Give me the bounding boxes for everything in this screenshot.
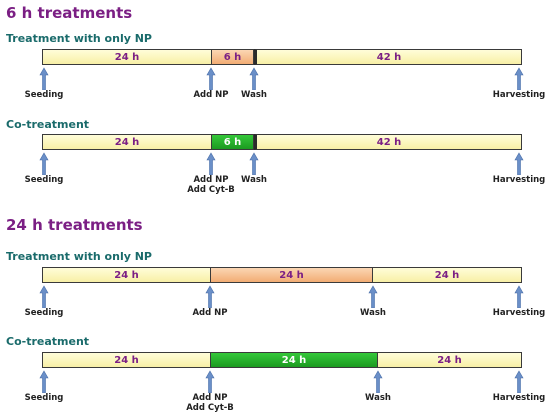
segment-incubation-after: 42 h — [254, 49, 522, 65]
marker-label: Add NP — [193, 90, 229, 100]
marker-add-np: Add NP — [180, 285, 240, 318]
section-title-6h: 6 h treatments — [6, 4, 133, 22]
timeline-6h-np-only: 24 h 6 h 42 h — [42, 49, 522, 65]
segment-co-treatment: 24 h — [211, 352, 378, 368]
marker-seeding: Seeding — [14, 152, 74, 185]
segment-incubation-before: 24 h — [42, 49, 212, 65]
marker-wash: Wash — [224, 67, 284, 100]
timeline-24h-co-treatment: 24 h 24 h 24 h — [42, 352, 522, 368]
up-arrow-icon — [206, 152, 216, 175]
segment-np-treatment: 24 h — [211, 267, 373, 283]
segment-incubation-before: 24 h — [42, 134, 212, 150]
marker-harvesting: Harvesting — [489, 285, 549, 318]
marker-seeding: Seeding — [14, 67, 74, 100]
timeline-6h-co-treatment: 24 h 6 h 42 h — [42, 134, 522, 150]
marker-label: Harvesting — [492, 308, 546, 318]
marker-wash: Wash — [343, 285, 403, 318]
marker-label: Add NP Add Cyt-B — [187, 175, 235, 195]
subtitle-6h-np-only: Treatment with only NP — [6, 32, 152, 45]
marker-harvesting: Harvesting — [489, 67, 549, 100]
marker-label: Harvesting — [492, 393, 546, 403]
up-arrow-icon — [39, 67, 49, 90]
up-arrow-icon — [514, 152, 524, 175]
up-arrow-icon — [205, 285, 215, 308]
marker-label: Harvesting — [492, 90, 546, 100]
segment-np-treatment: 6 h — [212, 49, 254, 65]
section-title-24h: 24 h treatments — [6, 216, 143, 234]
marker-label: Wash — [241, 90, 267, 100]
marker-label: Wash — [360, 308, 386, 318]
marker-add-np: Add NP — [181, 67, 241, 100]
marker-label: Seeding — [24, 393, 64, 403]
segment-incubation-after: 24 h — [378, 352, 522, 368]
up-arrow-icon — [39, 370, 49, 393]
marker-seeding: Seeding — [14, 285, 74, 318]
subtitle-24h-np-only: Treatment with only NP — [6, 250, 152, 263]
up-arrow-icon — [206, 67, 216, 90]
marker-add-np-cyt-b: Add NP Add Cyt-B — [181, 152, 241, 195]
marker-label: Seeding — [24, 175, 64, 185]
subtitle-6h-co-treatment: Co-treatment — [6, 118, 90, 131]
subtitle-24h-co-treatment: Co-treatment — [6, 335, 90, 348]
up-arrow-icon — [514, 285, 524, 308]
segment-co-treatment: 6 h — [212, 134, 254, 150]
up-arrow-icon — [249, 67, 259, 90]
marker-label: Harvesting — [492, 175, 546, 185]
up-arrow-icon — [249, 152, 259, 175]
segment-incubation-before: 24 h — [42, 267, 211, 283]
segment-incubation-after: 24 h — [373, 267, 522, 283]
marker-label: Wash — [365, 393, 391, 403]
marker-harvesting: Harvesting — [489, 152, 549, 185]
up-arrow-icon — [514, 67, 524, 90]
segment-incubation-after: 42 h — [254, 134, 522, 150]
marker-wash: Wash — [224, 152, 284, 185]
marker-label: Seeding — [24, 90, 64, 100]
marker-label: Add NP Add Cyt-B — [186, 393, 234, 413]
up-arrow-icon — [368, 285, 378, 308]
up-arrow-icon — [205, 370, 215, 393]
up-arrow-icon — [514, 370, 524, 393]
marker-label: Wash — [241, 175, 267, 185]
marker-seeding: Seeding — [14, 370, 74, 403]
up-arrow-icon — [39, 285, 49, 308]
marker-label: Seeding — [24, 308, 64, 318]
segment-incubation-before: 24 h — [42, 352, 211, 368]
up-arrow-icon — [39, 152, 49, 175]
marker-add-np-cyt-b: Add NP Add Cyt-B — [180, 370, 240, 413]
timeline-24h-np-only: 24 h 24 h 24 h — [42, 267, 522, 283]
marker-label: Add NP — [192, 308, 228, 318]
marker-harvesting: Harvesting — [489, 370, 549, 403]
marker-wash: Wash — [348, 370, 408, 403]
up-arrow-icon — [373, 370, 383, 393]
